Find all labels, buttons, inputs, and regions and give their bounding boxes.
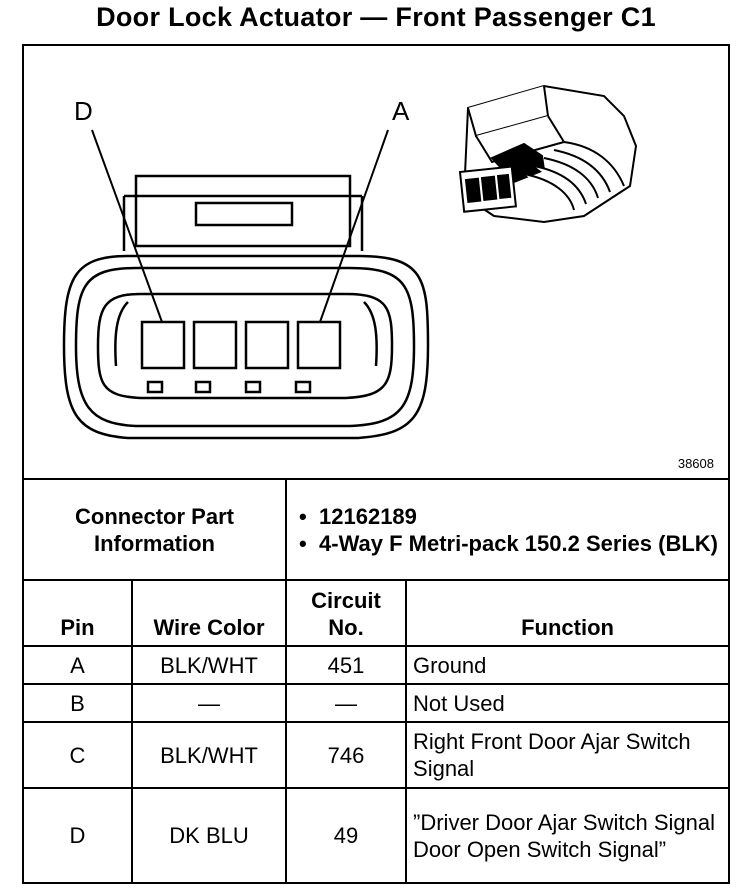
pin-callout-a: A <box>392 96 410 126</box>
connector-info-label: Connector Part Information <box>24 480 288 581</box>
connector-info-list: •12162189 •4-Way F Metri-pack 150.2 Seri… <box>293 503 722 557</box>
connector-description: 4-Way F Metri-pack 150.2 Series (BLK) <box>319 530 719 556</box>
cell-function: Ground <box>405 645 729 685</box>
list-item: •4-Way F Metri-pack 150.2 Series (BLK) <box>299 530 719 556</box>
cavity-b <box>244 320 290 370</box>
cell-pin: A <box>24 645 133 685</box>
connector-isometric-view <box>458 84 638 224</box>
connector-latch <box>122 174 364 251</box>
table-row: C BLK/WHT 746 Right Front Door Ajar Swit… <box>24 721 729 789</box>
col-header-circuit: Circuit No. <box>285 579 408 647</box>
table-row: D DK BLU 49 ”Driver Door Ajar Switch Sig… <box>24 787 729 882</box>
col-header-pin: Pin <box>24 579 133 647</box>
cell-pin: B <box>24 683 133 723</box>
cell-pin: C <box>24 721 133 789</box>
cavity-a <box>296 320 342 370</box>
table-row: A BLK/WHT 451 Ground <box>24 645 729 685</box>
connector-info-row: Connector Part Information •12162189 •4-… <box>24 480 729 581</box>
cell-circuit: — <box>285 683 408 723</box>
part-number: 12162189 <box>319 503 417 529</box>
cell-wire-color: BLK/WHT <box>130 645 288 685</box>
connector-figure: D A 38608 <box>24 46 728 480</box>
cell-function: Right Front Door Ajar Switch Signal <box>405 721 729 789</box>
callout-leaders <box>91 129 389 323</box>
connector-pinout-table: Connector Part Information •12162189 •4-… <box>24 480 729 882</box>
figure-number: 38608 <box>677 456 714 471</box>
cell-circuit: 451 <box>285 645 408 685</box>
cavity-d <box>140 320 186 370</box>
cell-wire-color: DK BLU <box>130 787 288 882</box>
table-row: B — — Not Used <box>24 683 729 723</box>
list-item: •12162189 <box>299 503 417 529</box>
connector-info-details: •12162189 •4-Way F Metri-pack 150.2 Seri… <box>285 480 729 581</box>
cell-circuit: 746 <box>285 721 408 789</box>
cell-wire-color: — <box>130 683 288 723</box>
cell-function: ”Driver Door Ajar Switch Signal Door Ope… <box>405 787 729 882</box>
table-header-row: Pin Wire Color Circuit No. Function <box>24 579 729 647</box>
cell-wire-color: BLK/WHT <box>130 721 288 789</box>
diagram-frame: D A 38608 <box>22 44 730 884</box>
page-title: Door Lock Actuator — Front Passenger C1 <box>96 2 656 32</box>
cell-function: Not Used <box>405 683 729 723</box>
terminal-cavities <box>140 320 342 394</box>
col-header-function: Function <box>405 579 729 647</box>
connector-face-drawing: D A <box>62 84 638 440</box>
cavity-c <box>192 320 238 370</box>
cell-circuit: 49 <box>285 787 408 882</box>
col-header-wire-color: Wire Color <box>130 579 288 647</box>
cell-pin: D <box>24 787 133 882</box>
pin-callout-d: D <box>74 96 93 126</box>
